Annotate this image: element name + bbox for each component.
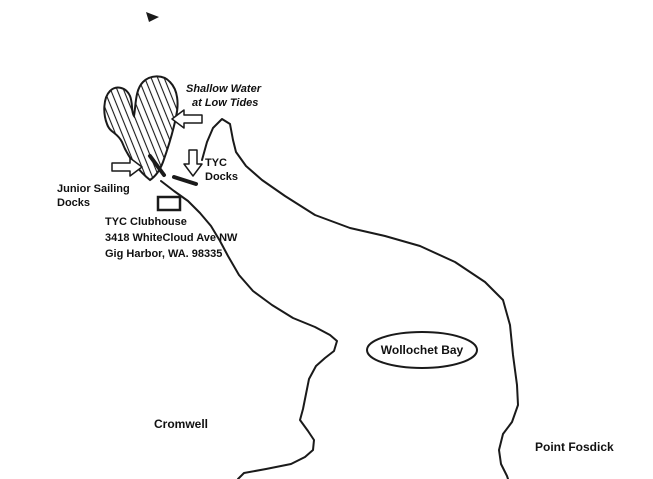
- junior-sailing-docks-label: Junior Sailing Docks: [57, 182, 130, 210]
- clubhouse-street: 3418 WhiteCloud Ave NW: [105, 232, 238, 244]
- tyc-docks-label-line2: Docks: [205, 171, 239, 183]
- point-fosdick-label: Point Fosdick: [535, 440, 614, 454]
- clubhouse-address-label: TYC Clubhouse 3418 WhiteCloud Ave NW Gig…: [105, 214, 237, 262]
- clubhouse-marker: [156, 195, 182, 212]
- shallow-water-label-line2: at Low Tides: [192, 97, 259, 109]
- north-mark-icon: [146, 12, 159, 22]
- tyc-docks-label: TYC Docks: [205, 156, 238, 184]
- cromwell-label: Cromwell: [154, 417, 209, 431]
- junior-sailing-dock-line: [148, 154, 166, 177]
- shoreline-west: [160, 180, 338, 479]
- clubhouse-name: TYC Clubhouse: [105, 216, 187, 228]
- shallow-water-area: [103, 75, 179, 182]
- tyc-dock-line: [172, 175, 198, 186]
- bay-label-ellipse: [366, 331, 478, 369]
- junior-sailing-label-line2: Docks: [57, 197, 91, 209]
- arrow-down-icon: [183, 149, 203, 177]
- junior-sailing-label-line1: Junior Sailing: [57, 183, 130, 195]
- shallow-water-label: Shallow Water at Low Tides: [186, 82, 261, 110]
- shallow-water-label-line1: Shallow Water: [186, 83, 261, 95]
- shoreline-east: [201, 118, 519, 479]
- clubhouse-city: Gig Harbor, WA. 98335: [105, 248, 223, 260]
- bay-name-label: Wollochet Bay: [380, 343, 464, 357]
- arrow-left-icon: [171, 109, 203, 129]
- arrow-right-icon: [111, 157, 143, 177]
- tyc-docks-label-line1: TYC: [205, 157, 227, 169]
